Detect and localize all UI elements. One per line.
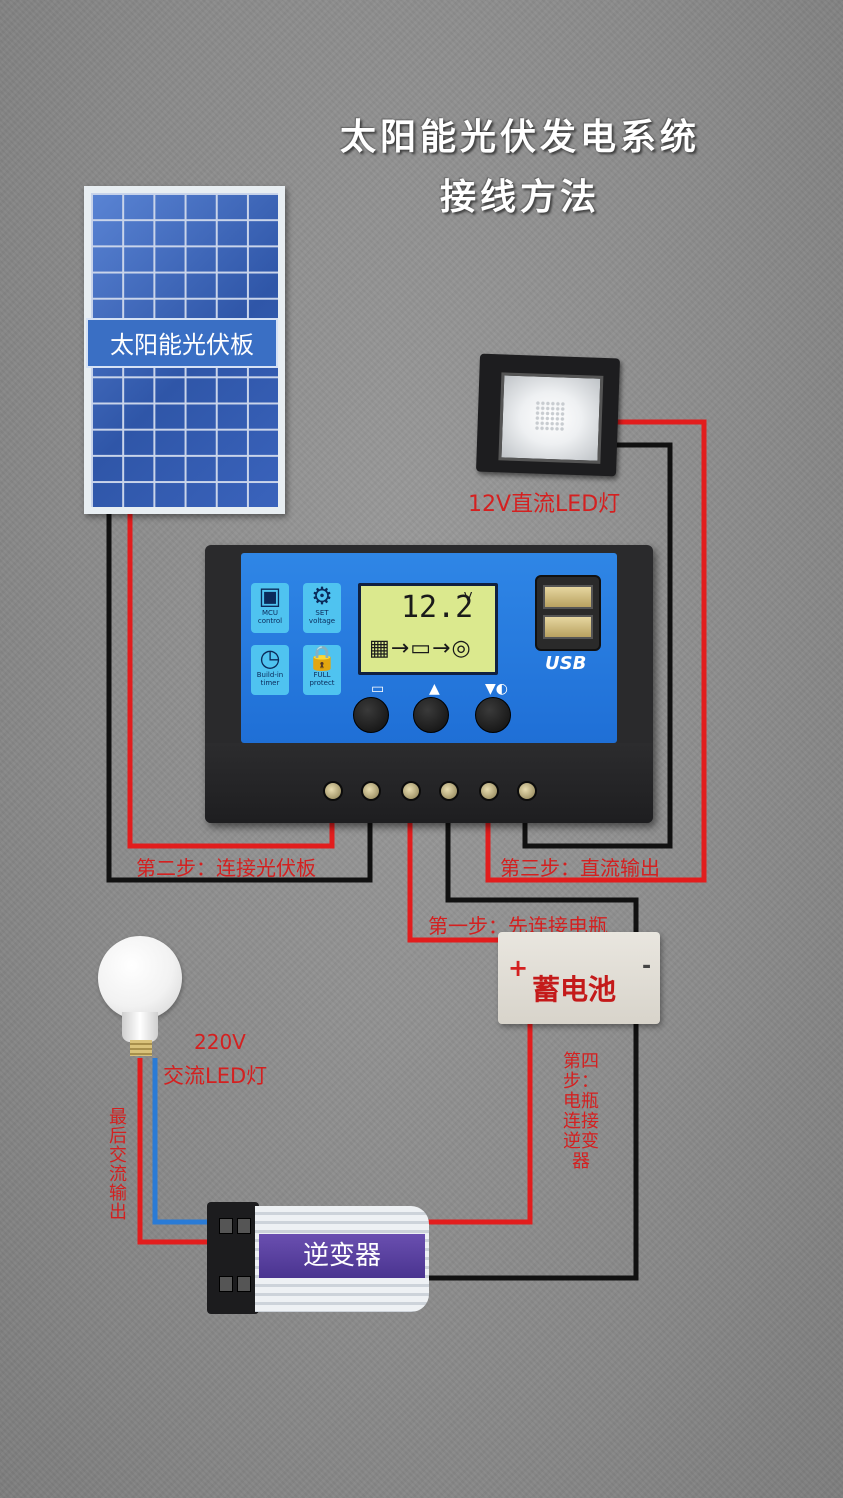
- inverter-endcap: [207, 1202, 259, 1314]
- diagram-subtitle: 接线方法: [439, 176, 600, 218]
- bulb-screw: [130, 1040, 152, 1056]
- inverter-switch: [219, 1276, 233, 1292]
- up-button[interactable]: [413, 697, 449, 733]
- controller-face: ▣MCU control ⚙SET voltage ◷Build-in time…: [241, 553, 617, 743]
- lcd-unit: V: [464, 590, 473, 604]
- settings-icon: ⚙SET voltage: [303, 583, 341, 633]
- lcd-display: 12.2 V ▦→▭→◎: [358, 583, 498, 675]
- battery-negative-wire: [445, 792, 639, 940]
- lock-icon: 🔒FULL protect: [303, 645, 341, 695]
- load-icon: ▭: [371, 681, 385, 697]
- battery-positive-terminal: [401, 781, 421, 801]
- battery-minus-sign: -: [642, 954, 652, 979]
- down-arrow-icon: ▼◐: [485, 681, 508, 697]
- battery-plus-sign: +: [508, 954, 529, 982]
- usb-label: USB: [545, 653, 587, 674]
- battery: + - 蓄电池: [498, 932, 660, 1024]
- step2-label: 第二步：连接光伏板: [136, 856, 316, 880]
- mcu-icon: ▣MCU control: [251, 583, 289, 633]
- led-flood-light: [475, 353, 621, 477]
- battery-label: 蓄电池: [532, 973, 617, 1006]
- down-button[interactable]: [475, 697, 511, 733]
- inverter-socket: [219, 1218, 233, 1234]
- dc-led-label: 12V直流LED灯: [468, 492, 621, 517]
- charge-controller: ▣MCU control ⚙SET voltage ◷Build-in time…: [205, 545, 653, 823]
- load-button[interactable]: [353, 697, 389, 733]
- lcd-flow-icons: ▦→▭→◎: [369, 636, 472, 661]
- inverter-socket: [237, 1218, 251, 1234]
- battery-negative-terminal: [439, 781, 459, 801]
- ac-live-wire: [137, 1058, 214, 1245]
- inverter-label: 逆变器: [259, 1234, 425, 1278]
- up-arrow-icon: ▲: [429, 681, 440, 697]
- usb-port-1: [543, 585, 593, 609]
- pv-negative-wire: [106, 512, 373, 883]
- diagram-title: 太阳能光伏发电系统: [339, 116, 700, 158]
- bulb-base: [122, 1012, 158, 1042]
- inverter-negative-wire: [428, 1020, 639, 1281]
- final-step-label: 最后交流输出: [109, 1107, 127, 1223]
- usb-port-2: [543, 615, 593, 639]
- ac-led-bulb: [98, 936, 182, 1020]
- load-positive-terminal: [479, 781, 499, 801]
- step4-label: 第四步：电瓶连接逆变器: [563, 1051, 599, 1172]
- timer-icon: ◷Build-in timer: [251, 645, 289, 695]
- lcd-voltage: 12.2: [401, 590, 474, 625]
- inverter: 逆变器: [207, 1200, 429, 1316]
- ac-bulb-label: 交流LED灯: [163, 1064, 268, 1088]
- pv-positive-terminal: [323, 781, 343, 801]
- load-negative-wire: [522, 442, 673, 849]
- inverter-positive-wire: [428, 1020, 533, 1225]
- solar-panel-label: 太阳能光伏板: [86, 318, 278, 368]
- ac-bulb-voltage: 220V: [194, 1030, 246, 1054]
- pv-negative-terminal: [361, 781, 381, 801]
- usb-ports: [535, 575, 601, 651]
- inverter-switch: [237, 1276, 251, 1292]
- load-negative-terminal: [517, 781, 537, 801]
- led-array: [534, 400, 566, 432]
- step3-label: 第三步：直流输出: [500, 856, 660, 880]
- load-positive-wire: [485, 419, 707, 883]
- battery-positive-wire: [407, 792, 518, 943]
- controller-terminal-block: [205, 743, 653, 823]
- ac-neutral-wire: [152, 1058, 214, 1225]
- flood-light-lens: [498, 372, 604, 464]
